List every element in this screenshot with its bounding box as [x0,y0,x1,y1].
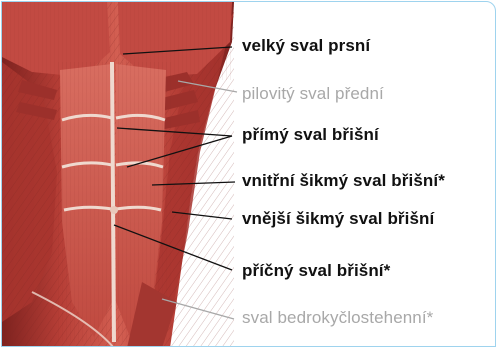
label-pricny-sval-brisni: příčný sval břišní* [242,261,390,281]
label-vnejsi-sikmy-sval-brisni: vnější šikmý sval břišní [242,209,434,229]
label-pilovity-sval-predni: pilovitý sval přední [242,84,384,104]
label-velky-sval-prsni: velký sval prsní [242,36,370,56]
label-sval-bedrokyclostehenni: sval bedrokyčlostehenní* [242,308,433,328]
label-vnitrni-sikmy-sval-brisni: vnitřní šikmý sval břišní* [242,171,445,191]
label-primy-sval-brisni: přímý sval břišní [242,125,379,145]
